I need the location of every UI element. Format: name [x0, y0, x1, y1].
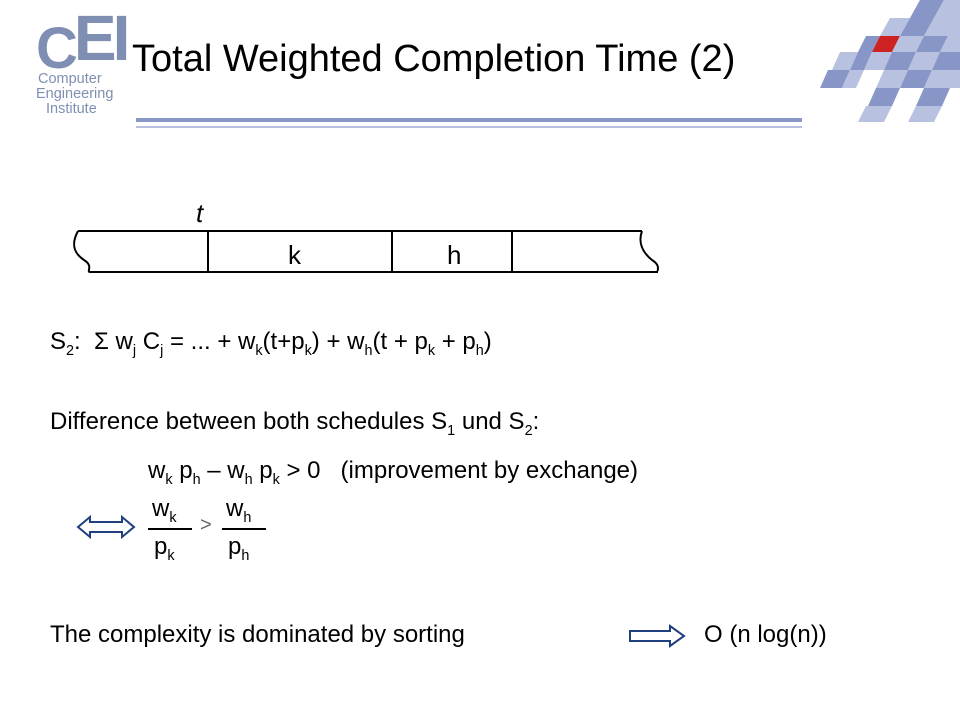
s2-label-sub: 2 [66, 342, 75, 359]
schedule-timeline [73, 230, 659, 273]
deco-tile [900, 70, 932, 88]
logo-letter-c: C [36, 16, 78, 81]
time-label-t: t [196, 198, 204, 228]
timeline-break-left [73, 230, 91, 273]
deco-tile [916, 36, 948, 52]
deco-tile [820, 70, 850, 88]
implies-arrow-icon [629, 624, 686, 648]
deco-tile [932, 52, 960, 70]
deco-tile [832, 52, 858, 70]
fraction-right-denominator: ph [228, 533, 250, 564]
fraction-right-bar [222, 528, 266, 530]
deco-tile [916, 88, 950, 106]
difference-text: Difference between both schedules S [50, 408, 448, 435]
s2-colon: : [74, 328, 81, 355]
difference-colon: : [532, 408, 540, 435]
deco-tile [924, 70, 960, 88]
fraction-right-numerator: wh [226, 495, 252, 526]
difference-und: und S [455, 408, 525, 435]
logo-line-2: Engineering [36, 86, 114, 102]
logo-line-1: Computer [38, 71, 102, 87]
decorative-corner-pattern [820, 0, 960, 122]
deco-tile [858, 106, 892, 122]
deco-tile [910, 0, 944, 18]
complexity-result: O (n log(n)) [704, 621, 827, 648]
improvement-note: (improvement by exchange) [340, 457, 638, 484]
deco-tile [924, 18, 960, 36]
deco-tile [934, 0, 960, 18]
timeline-break-right [639, 230, 659, 273]
deco-tile [900, 18, 934, 36]
deco-tile-red [872, 36, 900, 52]
sigma-symbol: Σ [94, 328, 109, 355]
logo-line-3: Institute [46, 101, 97, 117]
logo-wordmark: Computer Engineering Institute [36, 71, 114, 117]
title-underline [136, 118, 802, 122]
ratio-comparison: wk pk > wh ph [140, 495, 280, 565]
fraction-left-bar [148, 528, 192, 530]
equivalence-arrow-icon [76, 515, 136, 539]
job-h-label: h [447, 240, 462, 270]
difference-s2-sub: 2 [524, 422, 533, 439]
job-k-label: k [288, 240, 301, 270]
difference-s1-sub: 1 [447, 422, 456, 439]
s2-formula: S2: Σ wj Cj = ... + wk(t+pk) + wh(t + pk… [50, 328, 492, 359]
improvement-inequality: wk ph – wh pk > 0 (improvement by exchan… [148, 457, 638, 488]
s2-label: S [50, 328, 67, 355]
deco-tile [858, 36, 880, 52]
complexity-text: The complexity is dominated by sorting [50, 621, 465, 648]
deco-tile [884, 52, 916, 70]
difference-line: Difference between both schedules S1 und… [50, 410, 539, 438]
fraction-left-numerator: wk [152, 495, 177, 526]
deco-tile [864, 52, 892, 70]
deco-tile [908, 106, 942, 122]
logo-letters-ei: EI [73, 2, 131, 74]
deco-tile [868, 88, 900, 106]
deco-tile [842, 70, 864, 88]
fraction-operator: > [200, 514, 212, 536]
slide-title: Total Weighted Completion Time (2) [132, 38, 736, 80]
deco-tile [908, 52, 940, 70]
fraction-left-denominator: pk [154, 533, 175, 564]
deco-tile [876, 70, 908, 88]
logo-letters: CEI [36, 6, 130, 81]
title-underline-secondary [136, 126, 802, 128]
deco-tile [850, 52, 872, 70]
deco-tile [892, 36, 924, 52]
deco-tile [940, 36, 960, 52]
